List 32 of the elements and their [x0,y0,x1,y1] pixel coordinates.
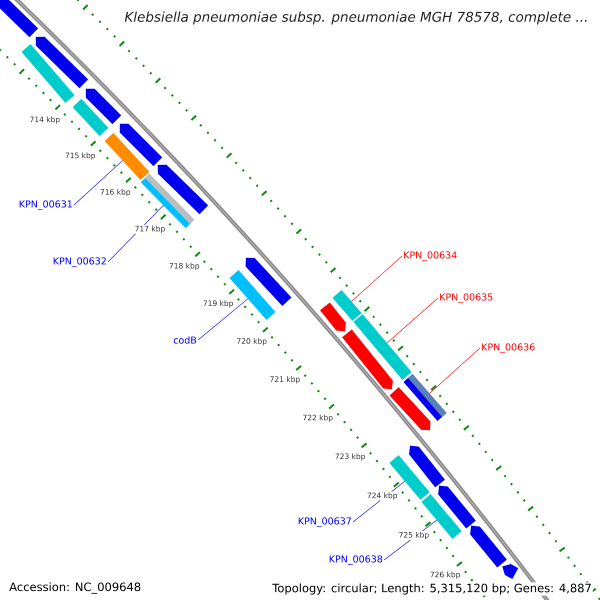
gene-feature [390,387,430,430]
gene-feature [120,124,162,166]
gene-feature [409,446,445,488]
gene-feature [470,526,507,568]
gene-label: KPN_00632 [54,257,106,267]
gene-feature [36,36,88,88]
gene-feature [502,564,518,579]
footer-text: Accession: NC_009648 [8,581,142,595]
gene-feature [332,290,362,321]
gene-feature [104,132,150,180]
gene-feature [353,314,412,380]
gene-label: KPN_00637 [298,517,351,527]
gene-label: KPN_00638 [330,555,382,565]
gene-feature [0,0,38,38]
leader-line [198,298,248,340]
gene-label: KPN_00634 [404,251,457,261]
gene-feature [158,164,208,214]
gene-feature [86,88,122,124]
gene-feature [246,258,292,306]
title: Klebsiella pneumoniae subsp. pneumoniae MGH 78578, complete ... [122,10,590,26]
gene-feature [72,98,108,136]
gene-feature [320,302,346,332]
gene-label: KPN_00636 [482,343,535,353]
gene-feature [21,44,75,103]
gene-label: KPN_00631 [20,200,72,210]
leader-line [429,348,480,394]
leader-line [386,298,438,344]
gene-label: KPN_00635 [440,293,492,303]
gene-label: codB [174,336,196,344]
gene-feature [342,330,393,390]
gene-feature [438,486,476,529]
footer-text: Topology: circular; Length: 5,315,120 bp; Genes: 4,887 [271,582,593,596]
